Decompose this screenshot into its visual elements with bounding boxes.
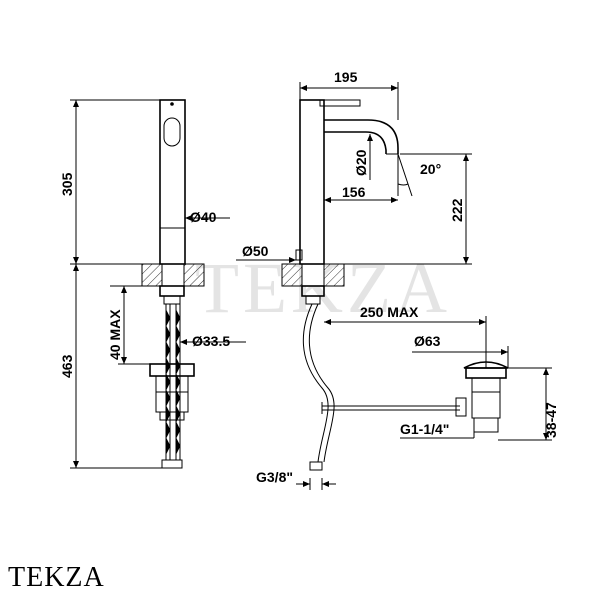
front-view-mixer: [149, 99, 195, 469]
dim-waste-thread: G1-1/4": [400, 421, 449, 437]
waste-assembly: [455, 361, 509, 433]
dim-width-total: 195: [334, 69, 358, 85]
side-view-mixer: [295, 99, 460, 471]
dim-front-height: 305: [59, 172, 75, 196]
dim-spout-reach: 156: [342, 184, 366, 200]
countertop-right: [281, 263, 345, 287]
brand-logo-text: TEKZA: [8, 562, 105, 593]
dim-body-diameter: Ø40: [190, 209, 217, 225]
dim-base-diameter: Ø50: [242, 243, 269, 259]
countertop-left: [110, 263, 205, 287]
dim-spout-diameter: Ø20: [353, 149, 369, 176]
dim-waste-range: 38-47: [543, 402, 559, 438]
dimension-lines: [70, 82, 552, 490]
dim-max-drill: 40 MAX: [107, 309, 123, 360]
dim-angle: 20°: [420, 161, 441, 177]
dim-front-below: 463: [59, 354, 75, 378]
watermark: TEKZA: [195, 248, 451, 328]
dim-hose-diameter: Ø33.5: [192, 333, 230, 349]
dim-spout-height: 222: [449, 198, 465, 222]
dim-waste-reach: 250 MAX: [360, 304, 419, 320]
dim-waste-diameter: Ø63: [414, 333, 441, 349]
dim-hose-thread: G3/8": [256, 469, 293, 485]
